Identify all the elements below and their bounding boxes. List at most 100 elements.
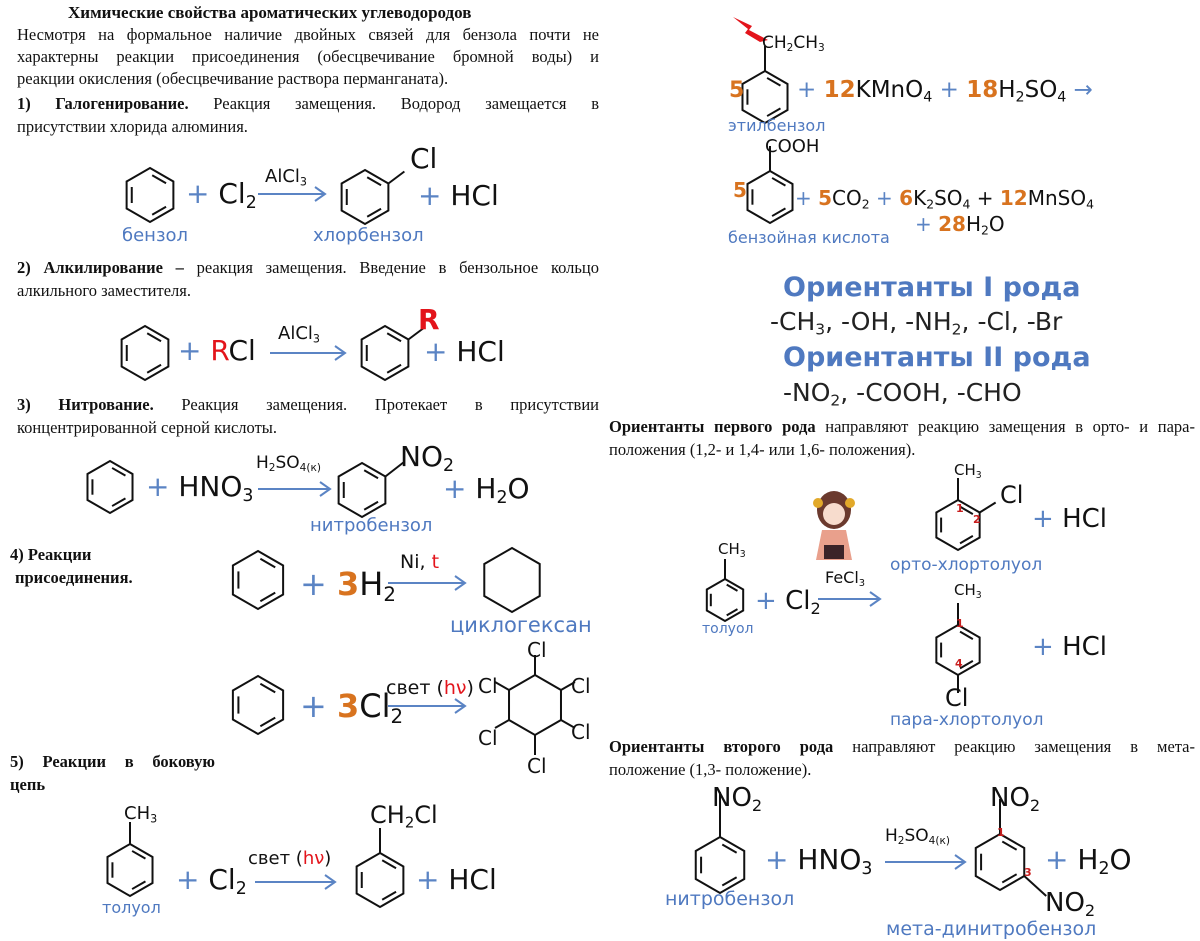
- benzene-ring: [125, 166, 175, 224]
- formula-text: HCl: [1062, 504, 1107, 534]
- formula-text: H: [998, 77, 1016, 103]
- formula-subscript: 2: [951, 320, 962, 339]
- formula-text: AlCl: [265, 166, 300, 187]
- formula-text: ): [324, 848, 332, 869]
- product-hcl: + HCl: [418, 182, 499, 210]
- formula-coefficient: 12: [823, 77, 856, 103]
- formula-text: , -Cl, -Br: [961, 307, 1063, 336]
- lightning-icon: [733, 17, 768, 42]
- character-skirt: [824, 545, 844, 559]
- formula-operator: +: [795, 186, 819, 210]
- formula-subscript: 2: [268, 462, 276, 475]
- double-bond: [721, 843, 738, 854]
- cl-atom: Cl: [478, 726, 498, 750]
- section-1-heading: 1) Галогенирование. Реакция замещения. В…: [17, 94, 599, 113]
- section-2-heading: 2) Алкилирование – реакция замещения. Вв…: [17, 258, 599, 277]
- substituent-cl: Cl: [1000, 481, 1024, 509]
- double-bond: [131, 880, 146, 890]
- formula-highlight: hν: [443, 677, 467, 699]
- formula-subscript: 2: [404, 813, 415, 832]
- label-chlorobenzene: хлорбензол: [313, 225, 424, 246]
- position-number: 4: [955, 657, 963, 670]
- formula-subscript: 2: [926, 196, 935, 212]
- formula-subscript: 2: [861, 196, 870, 212]
- formula-text: K: [913, 186, 927, 210]
- double-bond: [1001, 873, 1018, 884]
- formula-subscript: 3: [858, 577, 866, 589]
- double-bond: [386, 332, 402, 343]
- formula-text: HCl: [456, 335, 505, 368]
- position-number: 2: [973, 513, 981, 526]
- label-para-chlorotoluene: пара-хлортолуол: [890, 710, 1044, 730]
- benzene-ring: [360, 324, 410, 382]
- formula-subscript: 2: [383, 582, 396, 606]
- substituent-no2: NO2: [400, 443, 454, 476]
- position-number: 3: [1024, 866, 1032, 879]
- double-bond: [111, 467, 126, 477]
- bond: [979, 501, 997, 514]
- orientants-2-groups: -NO2, -COOH, -CHO: [783, 378, 1022, 410]
- substituent-no2: NO2: [1045, 890, 1095, 919]
- formula-text: Cl: [208, 863, 236, 896]
- benzene-ring: [694, 835, 746, 895]
- intro-line: Несмотря на формальное наличие двойных с…: [17, 25, 599, 44]
- condition: свет (hν): [248, 850, 331, 868]
- benzene-ring: [340, 168, 390, 226]
- label-toluene: толуол: [702, 621, 754, 637]
- benzene-ring: [106, 842, 154, 898]
- arrow-head: [454, 698, 467, 714]
- formula-subscript: 2: [981, 222, 989, 238]
- double-bond: [366, 176, 382, 187]
- arrow-head: [869, 591, 882, 607]
- formula-operator: +: [416, 863, 449, 896]
- formula-subscript: 3: [975, 469, 982, 481]
- formula-text: H: [965, 212, 982, 236]
- formula-subscript: 2: [235, 879, 247, 900]
- formula-text: HCl: [1062, 632, 1107, 662]
- coefficient: 5: [729, 78, 745, 103]
- catalyst: H2SO4(к): [885, 828, 950, 847]
- formula-text: AlCl: [278, 323, 313, 344]
- formula-operator: +: [300, 687, 337, 725]
- formula-subscript: 2: [830, 391, 841, 410]
- substituent-ch3: CH3: [124, 805, 157, 825]
- product-hcl: + HCl: [424, 338, 505, 366]
- formula-text: ): [466, 677, 474, 699]
- reagent-cl2: + Cl2: [186, 180, 257, 213]
- formula-text: Cl: [359, 687, 391, 725]
- formula-operator: +: [932, 77, 967, 103]
- section-4-heading: присоединения.: [15, 568, 133, 587]
- substituent-cooh: COOH: [765, 138, 819, 156]
- formula-coefficient: 18: [966, 77, 999, 103]
- arrow-head: [334, 345, 347, 361]
- catalyst: FeCl3: [825, 570, 865, 589]
- formula-highlight: R: [210, 334, 229, 367]
- double-bond: [131, 850, 146, 860]
- formula-text: CH: [954, 581, 976, 599]
- orientants-1-heading: Ориентанты I рода: [783, 272, 1081, 303]
- label-nitrobenzene: нитробензол: [310, 515, 433, 536]
- formula-subscript: 2: [442, 456, 455, 477]
- benzene-ring: [746, 169, 794, 225]
- cyclohexane-ring: [483, 546, 541, 614]
- character-bell: [845, 498, 855, 508]
- formula-operator: +: [176, 863, 209, 896]
- formula-subscript: 4: [923, 89, 933, 106]
- formula-text: CH: [793, 33, 819, 53]
- formula-text: H: [885, 826, 898, 846]
- orientants-2-text: Ориентанты второго рода направляют реакц…: [609, 737, 1196, 756]
- formula-text: NO: [400, 440, 443, 473]
- product-water: + H2O: [1045, 846, 1132, 879]
- formula-subscript: 4(к): [928, 835, 950, 848]
- formula-subscript: 4: [1086, 196, 1094, 212]
- formula-operator: +: [443, 472, 476, 505]
- formula-operator: +: [1045, 843, 1078, 876]
- formula-text: COOH: [765, 136, 820, 157]
- formula-operator: +: [186, 177, 219, 210]
- catalyst: AlCl3: [265, 168, 307, 188]
- double-bond: [366, 207, 382, 218]
- formula-text: H: [1077, 843, 1099, 876]
- formula-operator: +: [178, 334, 211, 367]
- formula-subscript: 3: [150, 812, 158, 826]
